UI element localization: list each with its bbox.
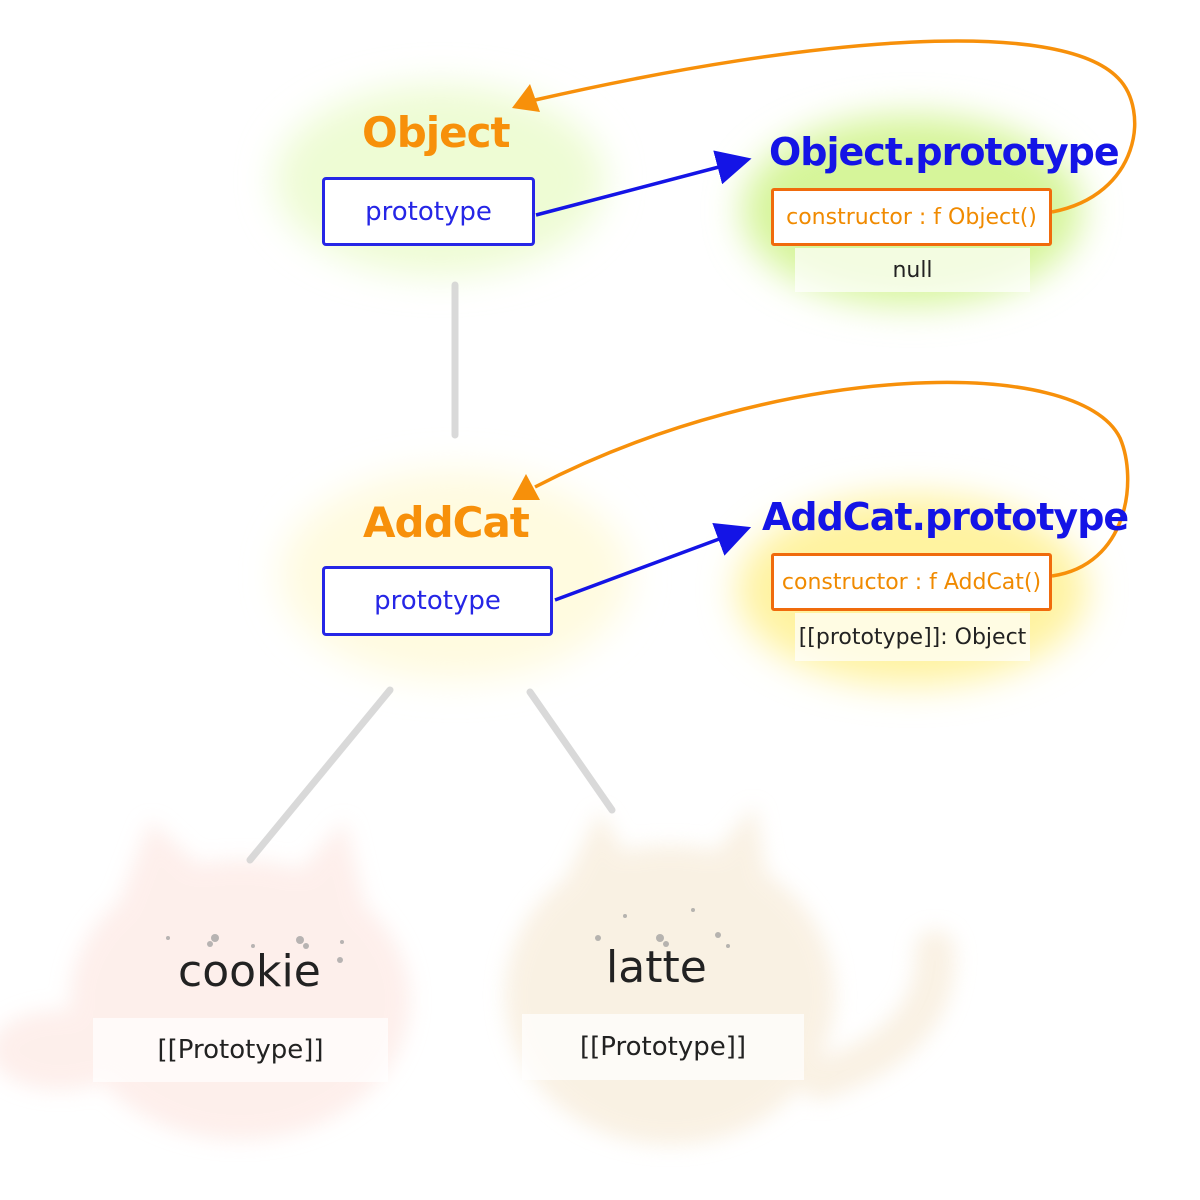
arrow-object-constructor: [534, 39, 1137, 214]
addcat-prototype-proto-value: [[prototype]]: Object: [795, 613, 1030, 661]
object-title: Object: [362, 108, 511, 157]
arrow-object-constructor-head: [512, 84, 540, 112]
object-constructor-box[interactable]: constructor : f Object(): [771, 188, 1052, 246]
latte-proto-label: [[Prototype]]: [522, 1014, 804, 1080]
addcat-title: AddCat: [363, 498, 530, 547]
arrow-object-to-object-prototype: [535, 150, 752, 217]
arrow-addcat-constructor-head: [512, 474, 540, 500]
cookie-name: cookie: [178, 946, 321, 997]
latte-name: latte: [606, 942, 707, 993]
latte-cat-shape: [505, 805, 956, 1145]
addcat-prototype-title: AddCat.prototype: [762, 495, 1129, 539]
arrow-addcat-to-addcat-prototype: [554, 522, 752, 602]
arrow-addcat-constructor: [534, 380, 1130, 578]
cookie-proto-label: [[Prototype]]: [93, 1018, 388, 1082]
object-constructor-label: constructor : f Object(): [786, 204, 1037, 230]
object-prototype-label: prototype: [365, 196, 492, 227]
object-prototype-title: Object.prototype: [769, 130, 1120, 174]
object-prototype-proto-value: null: [795, 248, 1030, 292]
connector-addcat-cookie: [246, 686, 394, 864]
addcat-constructor-label: constructor : f AddCat(): [781, 569, 1042, 595]
object-prototype-box[interactable]: prototype: [322, 177, 535, 246]
cookie-face-marks: [166, 934, 344, 963]
latte-face-marks: [595, 908, 730, 948]
addcat-prototype-box[interactable]: prototype: [322, 566, 553, 636]
addcat-prototype-label: prototype: [374, 586, 501, 616]
connector-addcat-latte: [526, 688, 616, 814]
addcat-constructor-box[interactable]: constructor : f AddCat(): [771, 553, 1052, 611]
